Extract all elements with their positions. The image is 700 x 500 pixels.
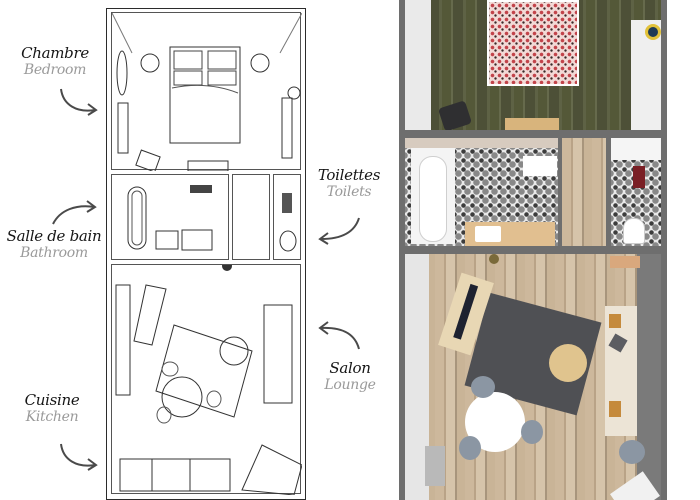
label-bathroom-en: Bathroom [20, 245, 88, 262]
render-desk [505, 118, 559, 130]
render-dining-chair-3 [459, 436, 481, 460]
render-bedroom-left-wall [405, 0, 431, 130]
render-bathroom [405, 138, 558, 246]
render-cushion-3 [609, 401, 621, 417]
render-bedroom [405, 0, 661, 130]
render-armchair-lounge [619, 440, 645, 464]
arrow-lounge-icon [318, 321, 360, 350]
sketch-lounge [111, 264, 302, 495]
sketch-hallway [232, 174, 270, 260]
render-dining-chair-2 [521, 420, 543, 444]
render-toilets-shelf [611, 138, 661, 160]
label-lounge: Salon Lounge [322, 359, 378, 394]
render-lounge-right-wall [637, 254, 661, 500]
render-entry-shelf [610, 256, 640, 268]
render-bed [487, 0, 579, 86]
render-bathroom-wall [405, 138, 558, 148]
arrow-kitchen-icon [60, 443, 98, 471]
render-cushion-1 [609, 314, 621, 328]
label-toilets-en: Toilets [326, 184, 372, 201]
label-bedroom-en: Bedroom [23, 62, 87, 79]
sketch-bedroom [111, 12, 302, 171]
label-bedroom-fr: Chambre [21, 44, 89, 62]
label-bedroom: Chambre Bedroom [12, 44, 98, 79]
label-kitchen-en: Kitchen [25, 409, 79, 426]
arrow-toilets-icon [318, 217, 360, 245]
label-lounge-fr: Salon [329, 359, 371, 377]
sketch-bedroom-furniture [112, 13, 302, 171]
sketch-toilet-fixture [279, 193, 297, 252]
sketch-toilets [273, 174, 301, 260]
label-kitchen-fr: Cuisine [24, 391, 80, 409]
render-hallway [562, 138, 606, 246]
label-lounge-en: Lounge [324, 377, 376, 394]
label-kitchen: Cuisine Kitchen [12, 391, 92, 426]
render-dining-chair-1 [471, 376, 495, 398]
render-vacuum [633, 166, 645, 188]
sketch-lounge-furniture [115, 265, 302, 495]
render-cushion-2 [608, 333, 628, 353]
label-bathroom-fr: Salle de bain [6, 227, 102, 245]
render-coffee-table [549, 344, 587, 382]
render-bathtub [419, 156, 447, 242]
render-plant-pot [645, 24, 661, 40]
render-kitchen-unit [425, 446, 445, 486]
label-bathroom: Salle de bain Bathroom [4, 227, 104, 262]
render-sink [475, 226, 501, 242]
arrow-bedroom-icon [60, 88, 98, 116]
render-armchair [437, 100, 473, 130]
render-tv [453, 283, 479, 340]
arrow-bathroom-icon [52, 200, 97, 225]
label-toilets: Toilettes Toilets [316, 166, 382, 201]
label-toilets-fr: Toilettes [317, 166, 381, 184]
render-toilet [623, 218, 645, 244]
sketch-bathroom [111, 174, 229, 260]
sketch-outer-wall [106, 8, 306, 500]
sketch-floor-plan [103, 0, 308, 500]
render-lounge [405, 254, 661, 500]
render-sofa [605, 306, 637, 436]
render-floor-plan [399, 0, 667, 500]
sketch-bathroom-fixtures [127, 185, 213, 251]
render-towel-rack [523, 156, 557, 176]
render-plant [489, 254, 499, 264]
render-toilets [611, 138, 661, 246]
